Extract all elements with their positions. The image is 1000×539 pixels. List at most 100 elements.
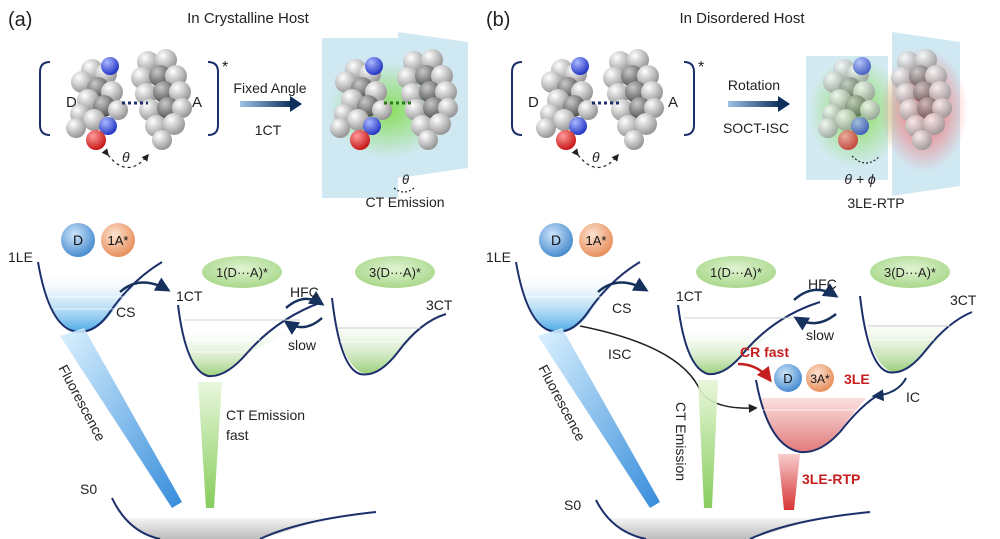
donor-circle [539,223,573,257]
acceptor-circle [101,223,135,257]
hfc-arrow [285,291,325,309]
cr-fast-label: CR fast [740,344,789,360]
excited-star: * [222,59,228,76]
s0-curve [595,499,871,539]
ct-emission-label: CT Emission [226,407,305,423]
panel-b: (b) In Disordered Host * D A θ Rotation … [486,9,977,539]
excited-star: * [698,59,704,76]
s0-fill [124,518,330,539]
fluorescence-beam [538,328,660,508]
left-bracket [511,61,523,136]
hfc-label: HFC [290,284,319,300]
panel-a-label: (a) [8,9,32,31]
ct-emission-beam [198,382,222,508]
acceptor-circle [579,223,613,257]
cr-fast-arrow [737,362,772,383]
slow-arrow [793,313,837,331]
state-1ct-label: 1CT [176,288,203,304]
well-3ct-curve [859,295,973,374]
well-1ct-curve [677,301,821,376]
state-1le-label: 1LE [8,249,33,265]
acceptor-molecule [131,49,192,150]
theta-phi-label: θ + ϕ [844,171,876,187]
ellipse-3da [870,256,950,288]
theta-label: θ [592,149,600,165]
soct-isc-label: SOCT-ISC [723,120,789,136]
ellipse-1da-label: 1(D···A)* [216,265,268,280]
state-1le-label: 1LE [486,249,511,265]
donor-label: D [528,94,539,111]
panel-b-label: (b) [486,9,510,31]
small-donor-label: D [783,371,792,386]
isc-arrow [579,325,758,413]
right-bracket [207,61,219,136]
crystal-angle-arc [393,187,415,193]
hfc-arrow [793,283,839,301]
small-acceptor-circle [806,364,834,392]
rotation-arrow-shaft [728,101,780,107]
arrow-1ct-label: 1CT [255,122,282,138]
rotation-label: Rotation [728,77,780,93]
ic-arrow [871,377,907,402]
ellipse-1da [696,256,776,288]
well-3ct-fill [336,320,430,374]
fast-label: fast [226,427,249,443]
left-bracket [39,61,51,136]
small-donor-circle [774,364,802,392]
donor-circle-label: D [73,232,83,248]
acceptor-molecule [603,49,664,150]
cs-arrow [597,277,649,293]
cs-label: CS [116,304,135,320]
ellipse-1da-label: 1(D···A)* [710,265,762,280]
acceptor-circle-label: 1A* [586,233,607,248]
ellipse-1da [202,256,282,288]
cs-arrow [119,277,171,293]
ic-label: IC [906,389,920,405]
donor-molecule [536,57,598,150]
well-3ct-fill [866,318,958,372]
well-1ct-fill [182,330,300,377]
slow-arrow [283,317,323,335]
ct-emission-caption: CT Emission [365,194,444,210]
s0-curve [111,497,377,539]
donor-circle [61,223,95,257]
state-3le-label: 3LE [844,371,870,387]
acceptor-circle-label: 1A* [108,233,129,248]
slow-label: slow [806,327,835,343]
host-angle-arc [851,155,881,164]
fixed-angle-arrow-shaft [240,101,292,107]
donor-label: D [66,94,77,111]
ellipse-3da-label: 3(D···A)* [369,265,421,280]
well-3le-fill [760,398,866,453]
ct-emission-beam [698,380,718,508]
rtp-beam [778,454,800,510]
state-1ct-label: 1CT [676,288,703,304]
s0-label: S0 [564,497,581,513]
small-acceptor-label: 3A* [810,372,830,386]
crystal-theta: θ [402,172,409,187]
panel-a: (a) In Crystalline Host * D A θ Fixed An… [8,9,468,539]
fixed-angle-arrow-head [290,96,302,112]
state-3ct-label: 3CT [950,292,977,308]
rotation-arrow-head [778,96,790,112]
angle-arc [101,148,149,169]
s0-fill [608,518,820,539]
ct-emission-label: CT Emission [673,402,689,481]
s0-label: S0 [80,481,97,497]
rtp-caption: 3LE-RTP [847,195,904,211]
angle-arc [571,148,619,169]
fluorescence-beam [60,328,182,508]
slow-label: slow [288,337,317,353]
ellipse-3da-label: 3(D···A)* [884,265,936,280]
acceptor-label: A [668,94,678,111]
well-3le-curve [755,379,881,454]
hfc-label: HFC [808,276,837,292]
donor-circle-label: D [551,232,561,248]
panel-a-title: In Crystalline Host [187,10,310,27]
ellipse-3da [355,256,435,288]
well-1le-fill [518,275,626,333]
acceptor-label: A [192,94,202,111]
theta-label: θ [122,149,130,165]
panel-b-title: In Disordered Host [679,10,805,27]
